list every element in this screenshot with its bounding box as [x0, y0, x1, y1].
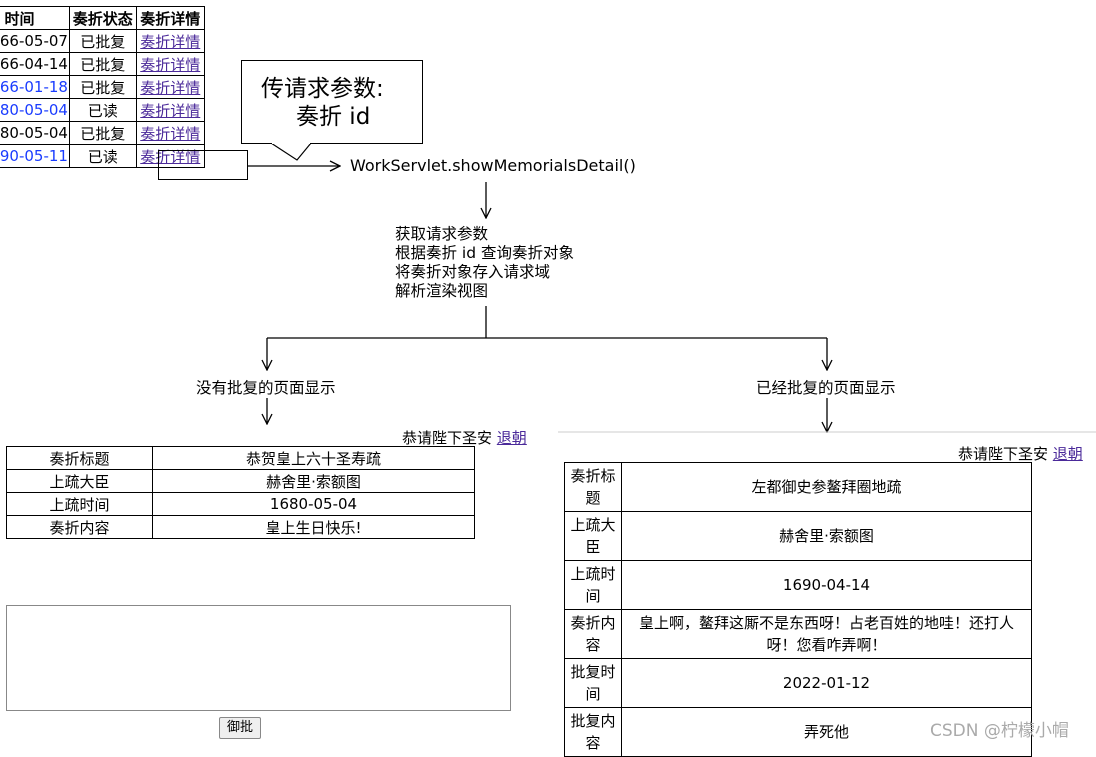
logout-link[interactable]: 退朝	[1052, 445, 1083, 463]
callout-line-1: 传请求参数:	[261, 76, 384, 102]
row-date: 1690-05-11	[0, 144, 70, 168]
header-status: 奏折状态	[68, 6, 137, 30]
row-detail-cell: 奏折详情	[135, 144, 206, 168]
row-key: 批复时间	[564, 658, 622, 708]
detail-link[interactable]: 奏折详情	[140, 32, 201, 51]
header-detail: 奏折详情	[135, 6, 206, 30]
table-row: 奏折标题恭贺皇上六十圣寿疏	[6, 446, 475, 470]
approve-button[interactable]: 御批	[219, 717, 261, 739]
row-value: 赫舍里·索额图	[621, 511, 1032, 561]
row-value: 恭贺皇上六十圣寿疏	[152, 446, 475, 470]
step-render-view: 解析渲染视图	[395, 282, 489, 300]
row-key: 上疏大臣	[6, 469, 153, 493]
step-store-request: 将奏折对象存入请求域	[395, 263, 551, 281]
callout-line-2: 奏折 id	[296, 104, 371, 130]
row-status: 已读	[68, 144, 137, 168]
header-time: 时间	[0, 6, 70, 30]
row-value: 1680-05-04	[152, 492, 475, 516]
row-key: 奏折标题	[6, 446, 153, 470]
row-key: 上疏大臣	[564, 511, 622, 561]
row-status: 已批复	[68, 52, 137, 76]
table-row: 奏折标题左都御史参鳌拜圈地疏	[564, 462, 1032, 512]
memorial-list-table: 时间 奏折状态 奏折详情 1666-05-07已批复奏折详情1666-04-14…	[0, 6, 206, 168]
row-date: 1680-05-04	[0, 121, 70, 145]
reply-textarea[interactable]	[6, 605, 511, 711]
row-detail-cell: 奏折详情	[135, 121, 206, 145]
row-value: 左都御史参鳌拜圈地疏	[621, 462, 1032, 512]
row-detail-cell: 奏折详情	[135, 75, 206, 99]
row-value: 赫舍里·索额图	[152, 469, 475, 493]
row-status: 已读	[68, 98, 137, 122]
callout-tail-mask	[272, 140, 310, 144]
left-page-header: 恭请陛下圣安 退朝	[402, 427, 527, 448]
servlet-method-label: WorkServlet.showMemorialsDetail()	[350, 156, 636, 175]
table-row: 上疏大臣赫舍里·索额图	[564, 511, 1032, 561]
logout-link[interactable]: 退朝	[496, 429, 527, 447]
detail-link[interactable]: 奏折详情	[140, 101, 201, 120]
detail-link[interactable]: 奏折详情	[140, 147, 201, 166]
greeting-text: 恭请陛下圣安	[958, 445, 1049, 463]
row-value: 1690-04-14	[621, 560, 1032, 610]
row-status: 已批复	[68, 29, 137, 53]
detail-link[interactable]: 奏折详情	[140, 55, 201, 74]
table-row: 奏折内容皇上生日快乐!	[6, 515, 475, 539]
row-value: 2022-01-12	[621, 658, 1032, 708]
row-key: 奏折内容	[6, 515, 153, 539]
selected-detail-highlight	[158, 150, 248, 180]
step-query-memorial: 根据奏折 id 查询奏折对象	[395, 244, 575, 262]
row-date: 1666-01-18	[0, 75, 70, 99]
right-page-header: 恭请陛下圣安 退朝	[958, 443, 1083, 464]
row-date: 1666-04-14	[0, 52, 70, 76]
branch-label-approved: 已经批复的页面显示	[756, 379, 896, 397]
callout-tail	[270, 142, 312, 161]
row-key: 上疏时间	[6, 492, 153, 516]
row-date: 1666-05-07	[0, 29, 70, 53]
row-detail-cell: 奏折详情	[135, 29, 206, 53]
row-key: 上疏时间	[564, 560, 622, 610]
table-row: 奏折内容皇上啊，鳌拜这厮不是东西呀！占老百姓的地哇！还打人呀！您看咋弄啊！	[564, 609, 1032, 659]
detail-link[interactable]: 奏折详情	[140, 78, 201, 97]
row-date: 1680-05-04	[0, 98, 70, 122]
row-detail-cell: 奏折详情	[135, 52, 206, 76]
servlet-steps: 获取请求参数 根据奏折 id 查询奏折对象 将奏折对象存入请求域 解析渲染视图	[395, 225, 574, 301]
row-key: 批复内容	[564, 707, 622, 757]
step-get-params: 获取请求参数	[395, 225, 489, 243]
memorial-list-table-crop: 时间 奏折状态 奏折详情 1666-05-07已批复奏折详情1666-04-14…	[0, 6, 236, 174]
watermark: CSDN @柠檬小帽	[930, 721, 1069, 741]
row-status: 已批复	[68, 75, 137, 99]
detail-link[interactable]: 奏折详情	[140, 124, 201, 143]
row-key: 奏折标题	[564, 462, 622, 512]
row-status: 已批复	[68, 121, 137, 145]
branch-label-unapproved: 没有批复的页面显示	[196, 379, 336, 397]
row-value: 皇上啊，鳌拜这厮不是东西呀！占老百姓的地哇！还打人呀！您看咋弄啊！	[621, 609, 1032, 659]
request-param-callout: 传请求参数: 奏折 id	[241, 60, 423, 144]
greeting-text: 恭请陛下圣安	[402, 429, 493, 447]
row-key: 奏折内容	[564, 609, 622, 659]
row-value: 皇上生日快乐!	[152, 515, 475, 539]
table-row: 上疏大臣赫舍里·索额图	[6, 469, 475, 493]
row-detail-cell: 奏折详情	[135, 98, 206, 122]
table-header-row: 时间 奏折状态 奏折详情	[0, 6, 206, 30]
